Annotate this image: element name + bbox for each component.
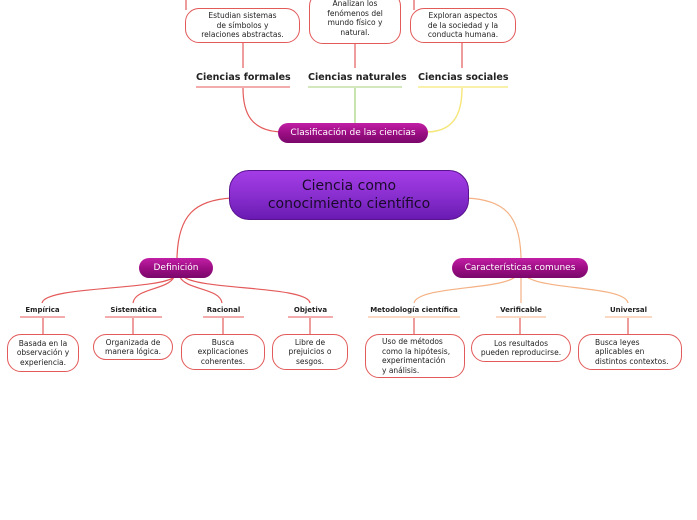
box-universal-desc: Busca leyes aplicables en distintos cont… [578, 334, 682, 370]
box-naturales-desc: Analizan los fenómenos del mundo físico … [309, 0, 401, 44]
box-verificable-desc: Los resultados pueden reproducirse. [471, 334, 571, 362]
label-sistematica[interactable]: Sistemática [110, 306, 157, 314]
label-ciencias-naturales[interactable]: Ciencias naturales [308, 72, 407, 83]
box-objetiva-desc: Libre de prejuicios o sesgos. [272, 334, 348, 370]
label-objetiva[interactable]: Objetiva [293, 306, 328, 314]
link-center-definicion [176, 197, 233, 259]
pill-clasificacion[interactable]: Clasificación de las ciencias [278, 123, 428, 143]
box-formales-desc: Estudian sistemas de símbolos y relacion… [185, 8, 300, 43]
box-racional-desc: Busca explicaciones coherentes. [181, 334, 265, 370]
box-sociales-desc: Exploran aspectos de la sociedad y la co… [410, 8, 516, 43]
box-metodologia-desc: Uso de métodos como la hipótesis, experi… [365, 334, 465, 378]
link-def-sistematica [132, 276, 175, 304]
link-center-caracteristicas [465, 197, 522, 259]
link-clas-formales [242, 87, 285, 133]
central-topic[interactable]: Ciencia como conocimiento científico [229, 170, 469, 220]
label-verificable[interactable]: Verificable [500, 306, 542, 314]
label-universal[interactable]: Universal [609, 306, 648, 314]
link-def-objetiva [183, 276, 311, 304]
link-car-universal [526, 276, 629, 304]
label-empirica[interactable]: Empírica [25, 306, 60, 314]
pill-caracteristicas[interactable]: Características comunes [452, 258, 588, 278]
link-car-metodologia [413, 276, 516, 304]
label-ciencias-formales[interactable]: Ciencias formales [196, 72, 291, 83]
link-clas-sociales [425, 87, 463, 133]
pill-definicion[interactable]: Definición [139, 258, 213, 278]
box-empirica-desc: Basada en la observación y experiencia. [7, 334, 79, 372]
label-racional[interactable]: Racional [206, 306, 241, 314]
label-ciencias-sociales[interactable]: Ciencias sociales [418, 72, 509, 83]
label-metodologia[interactable]: Metodología científica [370, 306, 458, 314]
link-def-empirica [41, 276, 175, 304]
link-def-racional [179, 276, 223, 304]
box-sistematica-desc: Organizada de manera lógica. [93, 334, 173, 360]
